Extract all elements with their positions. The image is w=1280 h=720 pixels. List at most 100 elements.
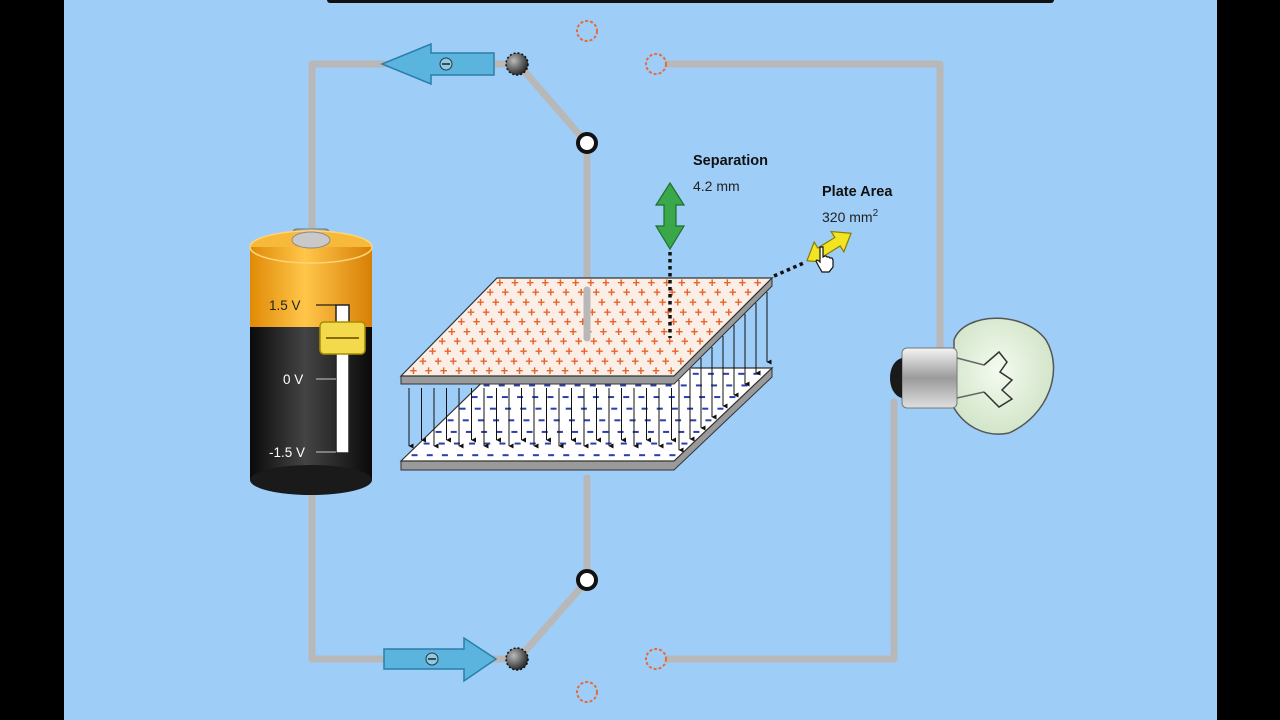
negative-charge [513,384,520,387]
positive-charge: + [600,324,608,339]
negative-charge [499,442,506,445]
switch-bottom-pivot[interactable] [576,569,598,591]
positive-charge: + [689,295,697,310]
negative-charge [693,430,700,433]
positive-charge: + [696,334,704,349]
negative-charge [544,384,551,387]
positive-charge: + [592,363,600,378]
switch-bottom-contact-bulb[interactable] [645,648,667,670]
positive-charge: + [589,304,597,319]
positive-charge: + [666,334,674,349]
positive-charge: + [622,363,630,378]
negative-charge [471,396,478,399]
negative-charge [544,442,551,445]
positive-charge: + [576,363,584,378]
positive-charge: + [655,314,663,329]
positive-charge: + [662,353,670,368]
positive-charge: + [710,304,718,319]
positive-charge: + [617,275,625,290]
negative-charge [441,454,448,457]
negative-charge [623,454,630,457]
positive-charge: + [573,304,581,319]
positive-charge: + [684,285,692,300]
negative-charge [526,430,533,433]
plate-area-value: 320 mm2 [822,208,879,225]
positive-charge: + [558,304,566,319]
positive-charge: + [744,285,752,300]
negative-charge [644,419,651,422]
positive-charge: + [545,334,553,349]
negative-charge [666,442,673,445]
double-arrow-vertical-icon[interactable] [654,181,686,251]
negative-charge [547,396,554,399]
negative-charge [484,442,491,445]
positive-charge: + [520,344,528,359]
positive-charge: + [704,295,712,310]
negative-charge [641,407,648,410]
positive-charge: + [687,344,695,359]
negative-charge [487,454,494,457]
positive-charge: + [450,353,458,368]
negative-charge [523,419,530,422]
wire-battery-top [308,60,508,242]
negative-charge [623,396,630,399]
negative-charge [508,419,515,422]
positive-charge: + [498,304,506,319]
negative-charge [560,442,567,445]
positive-charge: + [638,285,646,300]
positive-charge: + [438,334,446,349]
positive-charge: + [541,353,549,368]
positive-charge: + [507,295,515,310]
positive-charge: + [593,285,601,300]
switch-top-contact-battery[interactable] [505,52,529,76]
positive-charge: + [493,324,501,339]
positive-charge: + [586,353,594,368]
simulation-canvas: 1.5 V 0 V -1.5 V +++ [64,0,1217,720]
switch-top-contact-bulb[interactable] [645,53,667,75]
positive-charge: + [580,344,588,359]
positive-charge: + [623,285,631,300]
negative-charge [483,384,490,387]
positive-charge: + [649,304,657,319]
negative-charge [496,430,503,433]
separation-control[interactable]: Separation 4.2 mm [654,153,768,338]
separation-title: Separation [693,153,768,169]
negative-charge [505,407,512,410]
slider-knob[interactable] [319,321,366,355]
positive-charge: + [502,285,510,300]
switch-bottom-contact-open[interactable] [576,681,598,703]
negative-charge [620,384,627,387]
switch-top-pivot[interactable] [576,132,598,154]
positive-charge: + [659,295,667,310]
positive-charge: + [509,324,517,339]
positive-charge: + [632,275,640,290]
positive-charge: + [660,324,668,339]
positive-charge: + [668,285,676,300]
positive-charge: + [663,275,671,290]
positive-charge: + [486,285,494,300]
positive-charge: + [505,344,513,359]
positive-charge: + [607,363,615,378]
negative-charge [717,407,724,410]
negative-charge [501,396,508,399]
negative-charge [723,372,730,375]
switch-top-contact-open[interactable] [576,20,598,42]
positive-charge: + [706,324,714,339]
positive-charge: + [624,314,632,329]
battery-voltage-slider[interactable]: 1.5 V 0 V -1.5 V [269,298,366,460]
positive-charge: + [549,314,557,329]
positive-charge: + [557,275,565,290]
negative-charge [477,419,484,422]
positive-charge: + [664,304,672,319]
negative-charge [683,396,690,399]
switch-bottom-contact-battery[interactable] [505,647,529,671]
negative-charge [669,454,676,457]
positive-charge: + [735,295,743,310]
positive-charge: + [719,295,727,310]
positive-charge: + [626,344,634,359]
positive-charge: + [444,344,452,359]
positive-charge: + [562,285,570,300]
positive-charge: + [522,295,530,310]
positive-charge: + [488,314,496,329]
plate-area-control[interactable]: Plate Area 320 mm2 [773,184,893,278]
